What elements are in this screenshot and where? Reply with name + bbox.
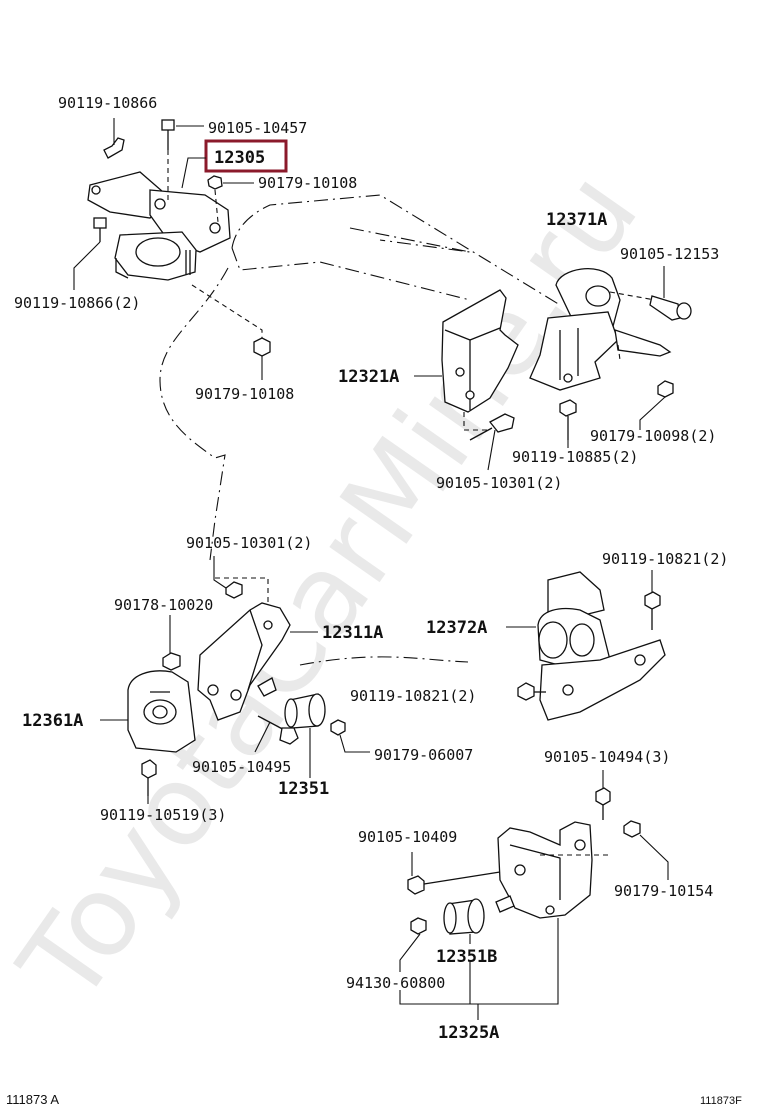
label-90105-10495: 90105-10495 (192, 758, 291, 776)
bolt-90105-10301-2-top (469, 413, 515, 471)
label-90105-12153: 90105-12153 (620, 245, 719, 263)
label-90105-10409: 90105-10409 (358, 828, 457, 846)
highlight-box-12305 (204, 139, 288, 173)
bushing-12351B (443, 895, 515, 944)
label-90105-10494-3: 90105-10494(3) (544, 748, 670, 766)
bracket-12321A (414, 289, 519, 431)
nut-90179-10154 (623, 820, 669, 880)
label-90119-10519-3: 90119-10519(3) (100, 806, 226, 824)
nut-94130-60800 (399, 917, 427, 972)
label-90105-10457: 90105-10457 (208, 119, 307, 137)
label-90105-10301-2-mid: 90105-10301(2) (186, 534, 312, 552)
bolt-90119-10821-2-right (644, 570, 661, 630)
label-12361A: 12361A (22, 711, 83, 731)
bolt-90105-10494-3 (595, 770, 611, 820)
label-90179-10108-top: 90179-10108 (258, 174, 357, 192)
label-90179-06007: 90179-06007 (374, 746, 473, 764)
nut-90179-06007 (330, 719, 370, 753)
label-90119-10821-2-right: 90119-10821(2) (602, 550, 728, 568)
label-12372A: 12372A (426, 618, 487, 638)
bolt-90105-10457 (161, 119, 204, 200)
bolt-90119-10866 (103, 118, 125, 159)
footer-left-code: 111873 A (6, 1092, 59, 1107)
engine-mount-12305 (87, 171, 231, 281)
label-12325A: 12325A (438, 1023, 499, 1043)
nut-90179-10098-2 (639, 380, 674, 430)
labels: 90119-10866 90105-10457 12305 90179-1010… (14, 94, 728, 1043)
bolt-90105-10409 (407, 852, 501, 895)
engine-mount-12361A (100, 670, 196, 753)
bolt-90105-12153 (649, 266, 692, 321)
label-90119-10885-2: 90119-10885(2) (512, 448, 638, 466)
bolt-90119-10821-2-mid (517, 682, 546, 701)
bracket-12311A (197, 577, 318, 721)
footer-right-code: 111873F (700, 1095, 742, 1107)
label-90119-10866: 90119-10866 (58, 94, 157, 112)
nut-90178-10020 (162, 615, 181, 671)
label-94130-60800: 94130-60800 (346, 974, 445, 992)
label-90179-10154: 90179-10154 (614, 882, 713, 900)
label-90178-10020: 90178-10020 (114, 596, 213, 614)
label-12351: 12351 (278, 779, 329, 799)
bolt-90119-10866-2 (73, 217, 107, 290)
label-90105-10301-2-top: 90105-10301(2) (436, 474, 562, 492)
label-90119-10821-2-mid: 90119-10821(2) (350, 687, 476, 705)
engine-mount-12371A (529, 268, 672, 391)
bolt-stud-12311A (257, 677, 277, 697)
label-90119-10866-2: 90119-10866(2) (14, 294, 140, 312)
bolt-90119-10885-2 (559, 399, 577, 448)
label-12351B: 12351B (436, 947, 497, 967)
label-12371A: 12371A (546, 210, 607, 230)
bolt-90105-10495 (254, 715, 299, 753)
nut-90179-10108-mid (191, 284, 271, 380)
label-12305: 12305 (214, 148, 265, 168)
label-12321A: 12321A (338, 367, 399, 387)
nut-90179-10108-top (207, 175, 254, 223)
label-90179-10098-2: 90179-10098(2) (590, 427, 716, 445)
leader-12325A (399, 918, 559, 1020)
label-90179-10108-mid: 90179-10108 (195, 385, 294, 403)
bolt-90105-10301-2-mid (213, 556, 243, 599)
label-12311A: 12311A (322, 623, 383, 643)
engine-mount-12372A (506, 571, 666, 721)
bushing-12351 (284, 693, 326, 778)
bracket-12325A (497, 821, 610, 919)
bolt-90119-10519-3 (141, 759, 157, 804)
engine-outline (159, 194, 561, 666)
